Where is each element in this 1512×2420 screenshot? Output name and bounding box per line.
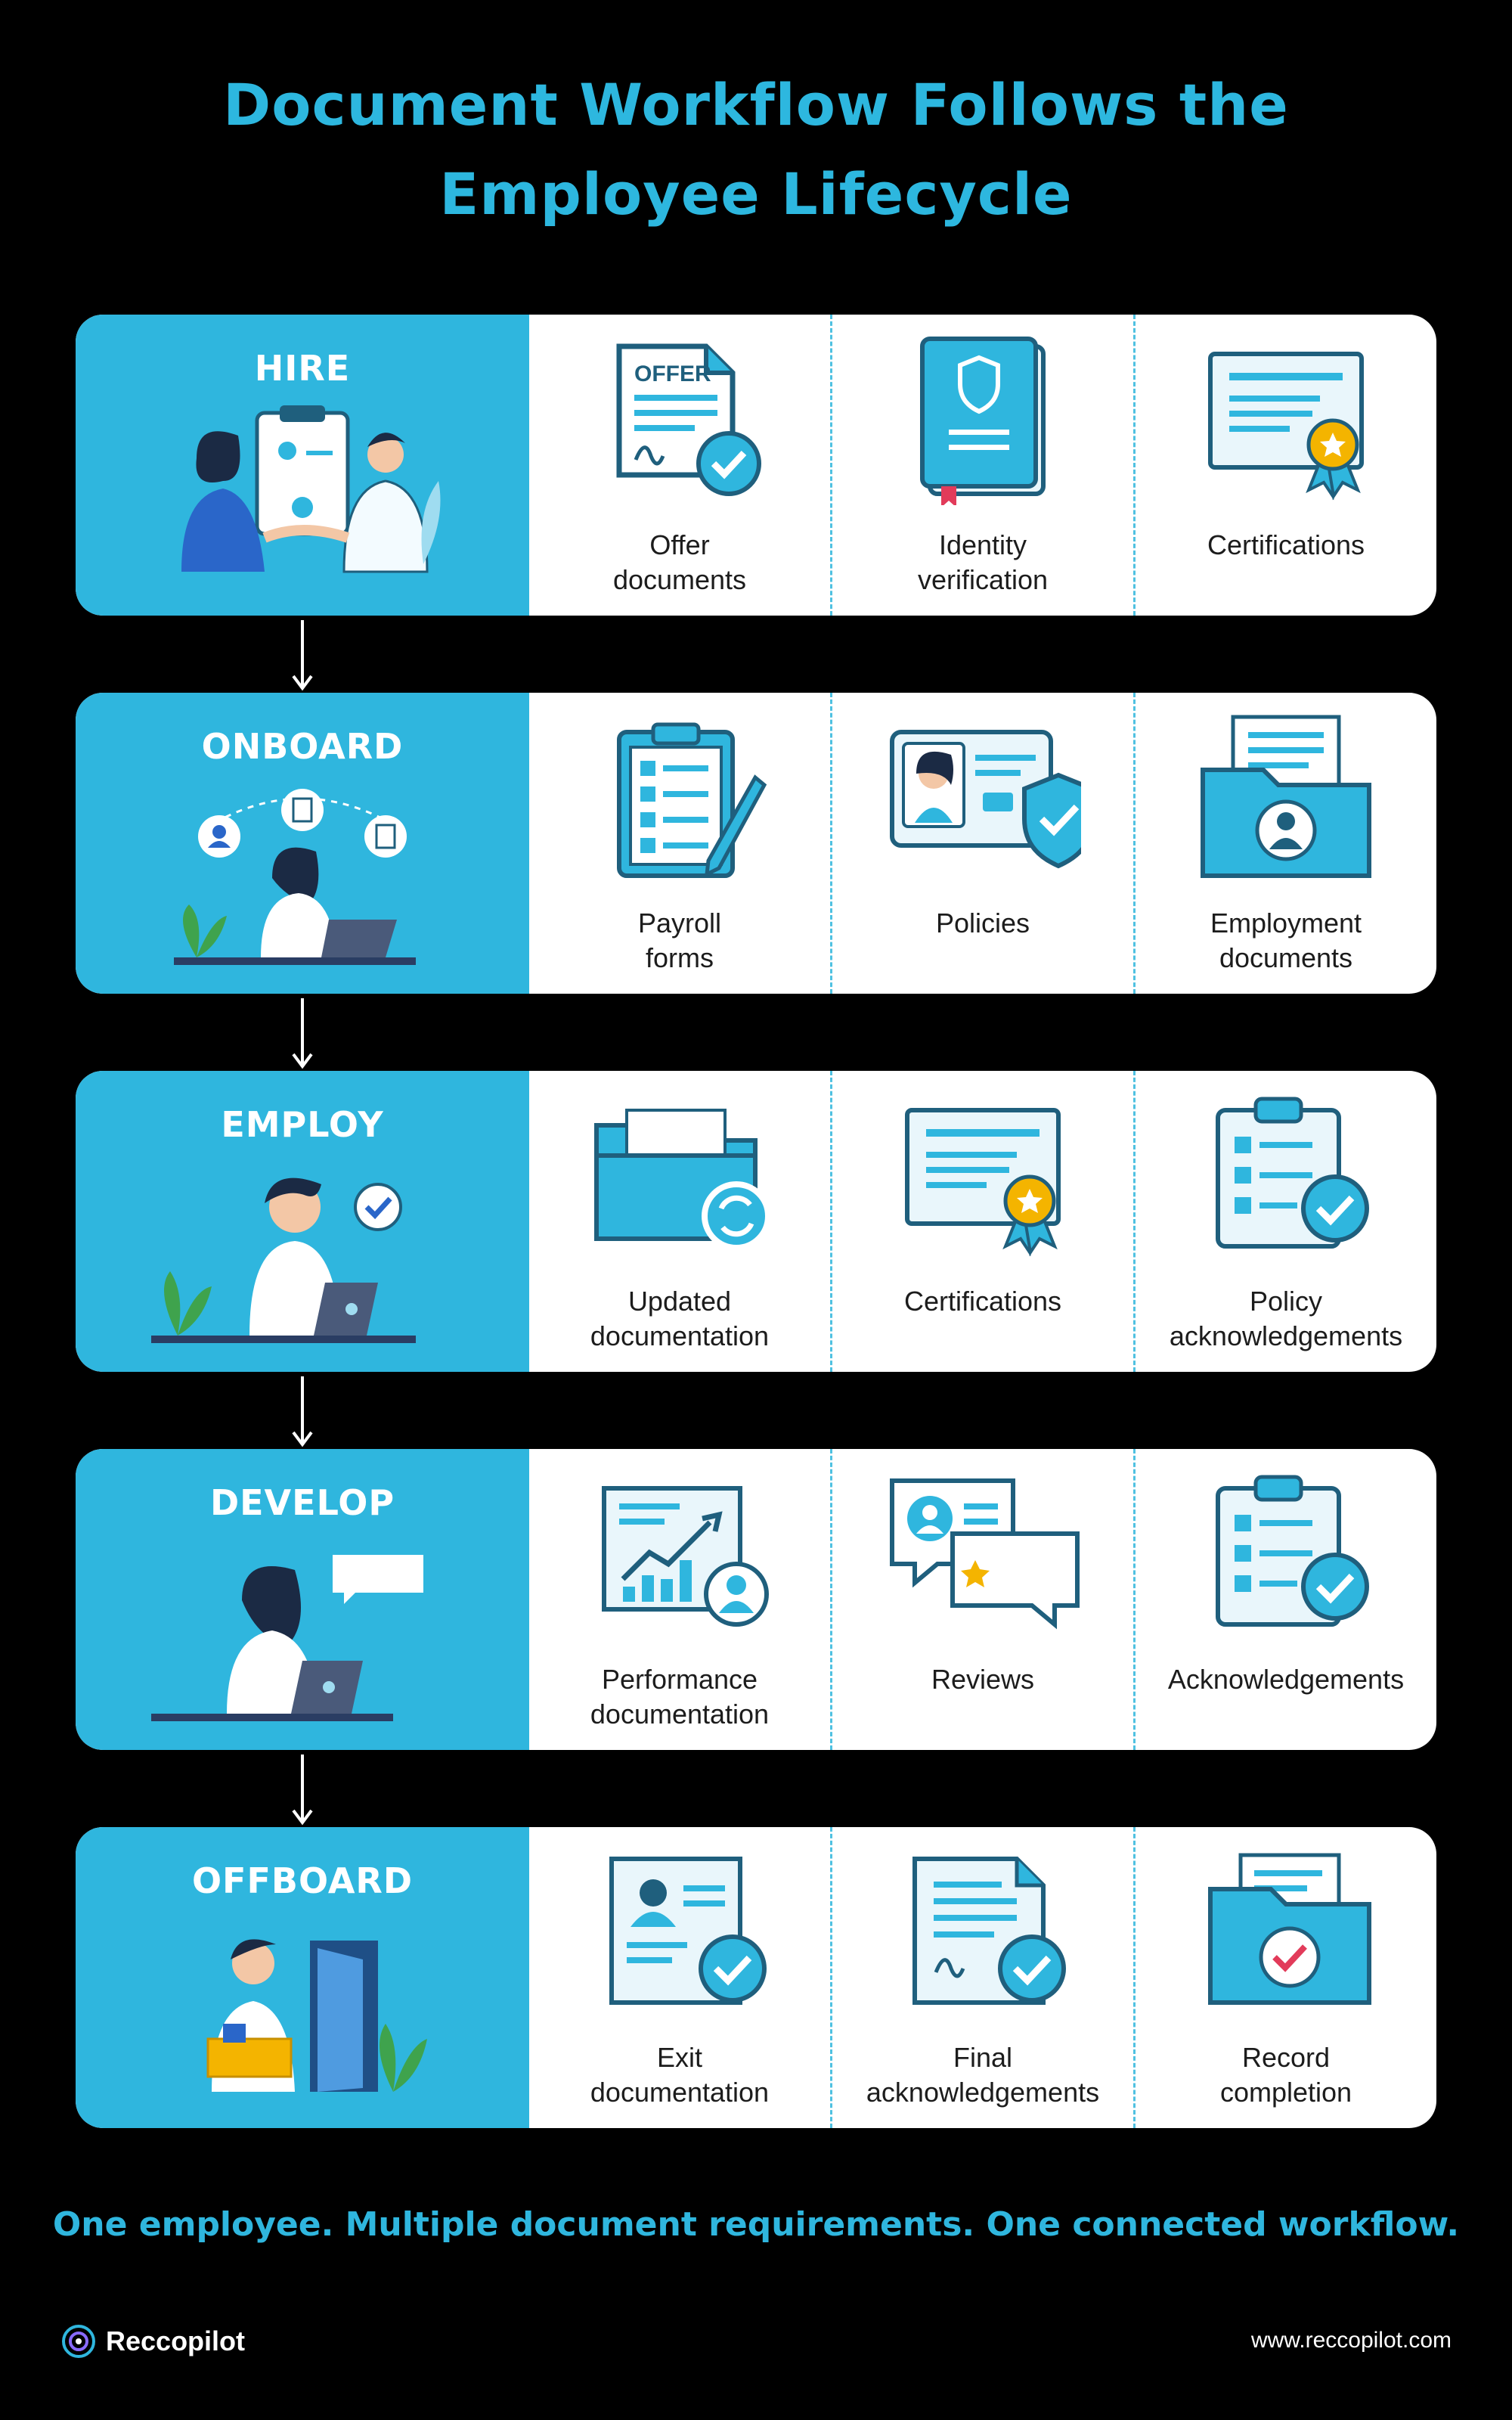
develop-scene-illustration (151, 1555, 423, 1721)
document-item: OFFER Offer documents (529, 315, 830, 616)
document-item: Identity verification (830, 315, 1133, 616)
folder-person-icon (1201, 715, 1371, 878)
stage-header: DEVELOP (76, 1449, 529, 1750)
document-label: Certifications (903, 1286, 1062, 1317)
document-label: Record completion (1219, 2042, 1352, 2108)
stage-name: OFFBOARD (191, 1860, 414, 1901)
document-label: Policies (935, 908, 1030, 939)
offer-document-icon: OFFER (616, 343, 761, 496)
document-item: Reviews (830, 1449, 1133, 1750)
document-item: Exit documentation (529, 1827, 830, 2128)
document-item: Payroll forms (529, 693, 830, 994)
document-label: Updated documentation (590, 1286, 770, 1351)
document-label: Payroll forms (637, 908, 722, 973)
document-label: Employment documents (1210, 908, 1362, 973)
website-url: www.reccopilot.com (1250, 2328, 1452, 2353)
document-item: Acknowledgements (1133, 1449, 1436, 1750)
title-line-2: Employee Lifecycle (439, 160, 1073, 228)
offboard-scene-illustration (206, 1939, 427, 2092)
review-bubbles-icon (890, 1478, 1080, 1630)
signed-document-icon (912, 1857, 1066, 2005)
flow-arrow-down-icon (292, 1754, 313, 1826)
document-label: Reviews (931, 1664, 1035, 1695)
stage-header: OFFBOARD (76, 1827, 529, 2128)
document-item: Policies (830, 693, 1133, 994)
exit-document-icon (609, 1857, 767, 2005)
folder-check-icon (1208, 1853, 1371, 2005)
document-item: Certifications (830, 1071, 1133, 1372)
title-line-1: Document Workflow Follows the (223, 71, 1289, 138)
page-title: Document Workflow Follows the Employee L… (0, 60, 1512, 239)
identity-book-icon (920, 337, 1046, 505)
document-item: Final acknowledgements (830, 1827, 1133, 2128)
flow-arrow-down-icon (292, 620, 313, 691)
certificate-icon (905, 1108, 1061, 1257)
stage-employ: EMPLOY Updated documentation Certificati… (76, 1071, 1436, 1372)
document-label: Final acknowledgements (866, 2042, 1100, 2108)
document-label: Offer documents (612, 529, 747, 595)
stage-offboard: OFFBOARD Exit documentation Final acknow… (76, 1827, 1436, 2128)
stage-header: HIRE (76, 315, 529, 616)
tagline: One employee. Multiple document requirem… (52, 2205, 1460, 2244)
document-item: Performance documentation (529, 1449, 830, 1750)
reccopilot-logo-icon (62, 2325, 95, 2358)
clipboard-pen-icon (617, 722, 767, 878)
stage-onboard: ONBOARD Payroll forms Policies (76, 693, 1436, 994)
stage-header: EMPLOY (76, 1071, 529, 1372)
stage-name: EMPLOY (221, 1104, 384, 1145)
offer-badge-text: OFFER (634, 361, 711, 386)
document-label: Performance documentation (590, 1664, 770, 1730)
flow-arrow-down-icon (292, 1376, 313, 1447)
certificate-icon (1208, 352, 1364, 501)
stage-name: HIRE (254, 348, 351, 389)
brand-name: Reccopilot (106, 2325, 246, 2356)
document-label: Acknowledgements (1167, 1664, 1405, 1695)
document-label: Certifications (1207, 529, 1365, 560)
employ-scene-illustration (151, 1177, 416, 1343)
onboard-scene-illustration (174, 789, 416, 965)
document-item: Policy acknowledgements (1133, 1071, 1436, 1372)
document-label: Exit documentation (590, 2042, 770, 2108)
document-item: Certifications (1133, 315, 1436, 616)
stage-develop: DEVELOP Performance documentation Review… (76, 1449, 1436, 1750)
document-label: Identity verification (917, 529, 1049, 595)
flow-arrow-down-icon (292, 998, 313, 1069)
clipboard-check-icon (1216, 1097, 1369, 1249)
id-card-shield-icon (890, 730, 1081, 869)
hire-scene-illustration (181, 405, 441, 573)
document-item: Record completion (1133, 1827, 1436, 2128)
brand-logo: Reccopilot (60, 2323, 245, 2360)
growth-chart-icon (602, 1486, 769, 1627)
stage-hire: HIRE OFFER Offer documents Identity veri… (76, 315, 1436, 616)
document-item: Updated documentation (529, 1071, 830, 1372)
stage-header: ONBOARD (76, 693, 529, 994)
stage-name: ONBOARD (201, 726, 404, 767)
clipboard-check-icon (1216, 1475, 1369, 1627)
folder-sync-icon (594, 1109, 771, 1251)
document-label: Policy acknowledgements (1169, 1286, 1403, 1351)
stage-name: DEVELOP (209, 1482, 395, 1523)
document-item: Employment documents (1133, 693, 1436, 994)
